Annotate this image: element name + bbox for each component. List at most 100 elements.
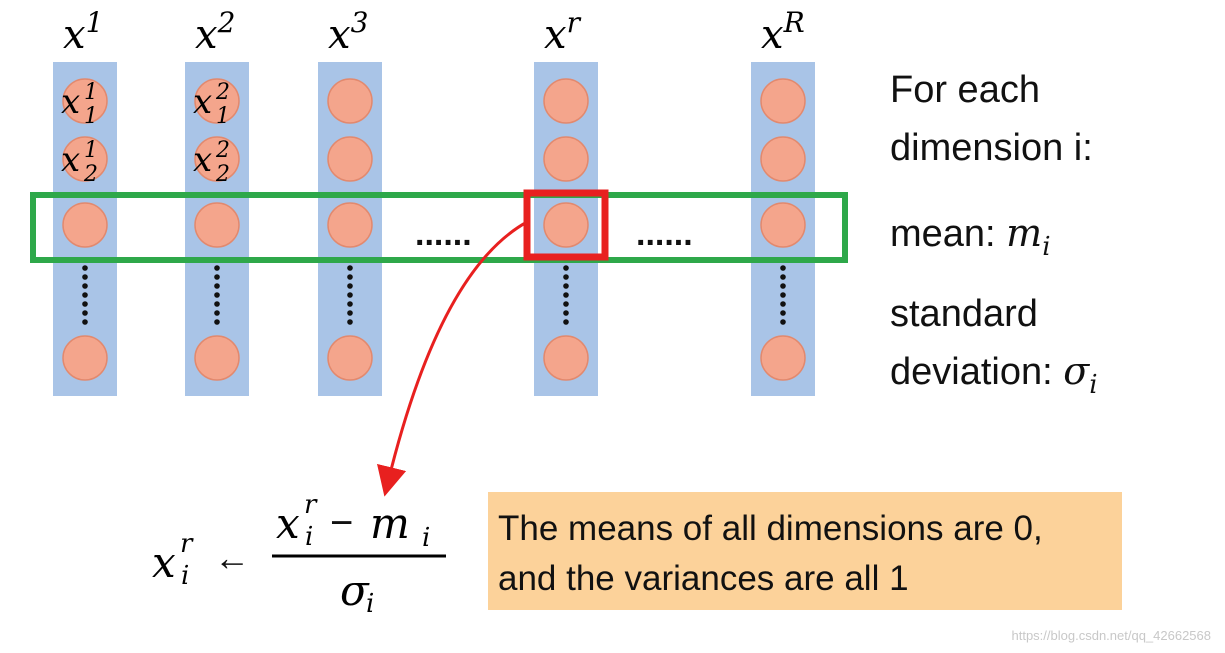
vdot (82, 274, 88, 280)
dimension-row-box (30, 192, 848, 263)
node (543, 136, 589, 182)
std-symbol: σ (1063, 349, 1090, 393)
mean-symbol: m (1006, 211, 1042, 255)
node-label: x (61, 140, 80, 180)
vdot (780, 283, 786, 289)
vdot (82, 292, 88, 298)
normalize-arrow (377, 220, 528, 497)
vdot (82, 301, 88, 307)
vdot (780, 265, 786, 271)
node (194, 202, 240, 248)
formula-den: σ (340, 566, 370, 615)
mean-label: mean: (890, 213, 1006, 255)
vdot (82, 265, 88, 271)
vdot (780, 310, 786, 316)
vdot (347, 283, 353, 289)
node (327, 136, 373, 182)
vdot (563, 301, 569, 307)
desc-std-1: standard (890, 293, 1038, 335)
node (327, 202, 373, 248)
vdot (347, 319, 353, 325)
note-line-1: The means of all dimensions are 0, (498, 509, 1043, 548)
vdot (82, 283, 88, 289)
formula-lhs-sub: i (181, 561, 189, 591)
formula-lhs-base: x (152, 538, 176, 587)
row-ellipsis-left: ...... (415, 215, 472, 253)
node (194, 78, 240, 124)
vdot (82, 319, 88, 325)
column-header: x1 (63, 6, 103, 58)
vdot (347, 310, 353, 316)
node-label: x (61, 82, 80, 122)
node (62, 335, 108, 381)
normalization-formula: x r i ← x r i − m i σ i (152, 490, 446, 619)
node (760, 202, 806, 248)
note-box (488, 492, 1122, 610)
node (62, 78, 108, 124)
vdot (780, 274, 786, 280)
node (760, 136, 806, 182)
node-label-sup: 1 (84, 138, 98, 163)
node-label-sup: 2 (215, 138, 230, 163)
formula-num-m: m (370, 499, 410, 548)
formula-num-sub: i (305, 522, 313, 552)
vdot (214, 301, 220, 307)
vdot (214, 274, 220, 280)
desc-line-1: For each (890, 69, 1040, 111)
formula-arrow: ← (214, 537, 250, 578)
vdot (347, 301, 353, 307)
node (543, 78, 589, 124)
vdot (347, 292, 353, 298)
vdot (214, 310, 220, 316)
vdot (347, 274, 353, 280)
node-label: x (193, 82, 212, 122)
column-header: xr (544, 6, 582, 58)
vdot (563, 283, 569, 289)
selected-element-box (523, 189, 609, 261)
formula-num-sup: r (304, 490, 318, 520)
vdot (214, 292, 220, 298)
vdot (214, 283, 220, 289)
formula-minus: − (330, 501, 353, 545)
node (194, 335, 240, 381)
mean-subscript: i (1042, 232, 1050, 262)
node-label-sub: 1 (84, 104, 98, 129)
formula-num-m-sub: i (422, 523, 430, 553)
node (760, 78, 806, 124)
feature-column-5: xR (751, 6, 815, 396)
feature-column-4: xr (534, 6, 598, 396)
formula-num-base: x (276, 499, 300, 548)
vdot (563, 265, 569, 271)
column-header: x2 (195, 6, 235, 58)
node-label-sub: 2 (215, 162, 230, 187)
node (327, 78, 373, 124)
vdot (563, 310, 569, 316)
vdot (563, 319, 569, 325)
vdot (780, 292, 786, 298)
desc-std-2: deviation: σi (890, 349, 1098, 400)
node-label-sub: 2 (83, 162, 98, 187)
feature-column-3: x3 (318, 6, 382, 396)
node-label-sup: 2 (215, 80, 230, 105)
desc-line-2: dimension i: (890, 127, 1093, 169)
watermark: https://blog.csdn.net/qq_42662568 (1011, 628, 1212, 643)
column-header: x3 (328, 6, 368, 58)
node-label: x (193, 140, 212, 180)
node-label-sub: 1 (216, 104, 230, 129)
node (327, 335, 373, 381)
node (543, 335, 589, 381)
node-label-sup: 1 (84, 80, 98, 105)
std-label: deviation: (890, 351, 1063, 393)
desc-mean: mean: mi (890, 211, 1051, 262)
vdot (563, 274, 569, 280)
node (543, 202, 589, 248)
vdot (780, 319, 786, 325)
vdot (563, 292, 569, 298)
vdot (82, 310, 88, 316)
node (62, 202, 108, 248)
formula-den-sub: i (366, 589, 374, 619)
